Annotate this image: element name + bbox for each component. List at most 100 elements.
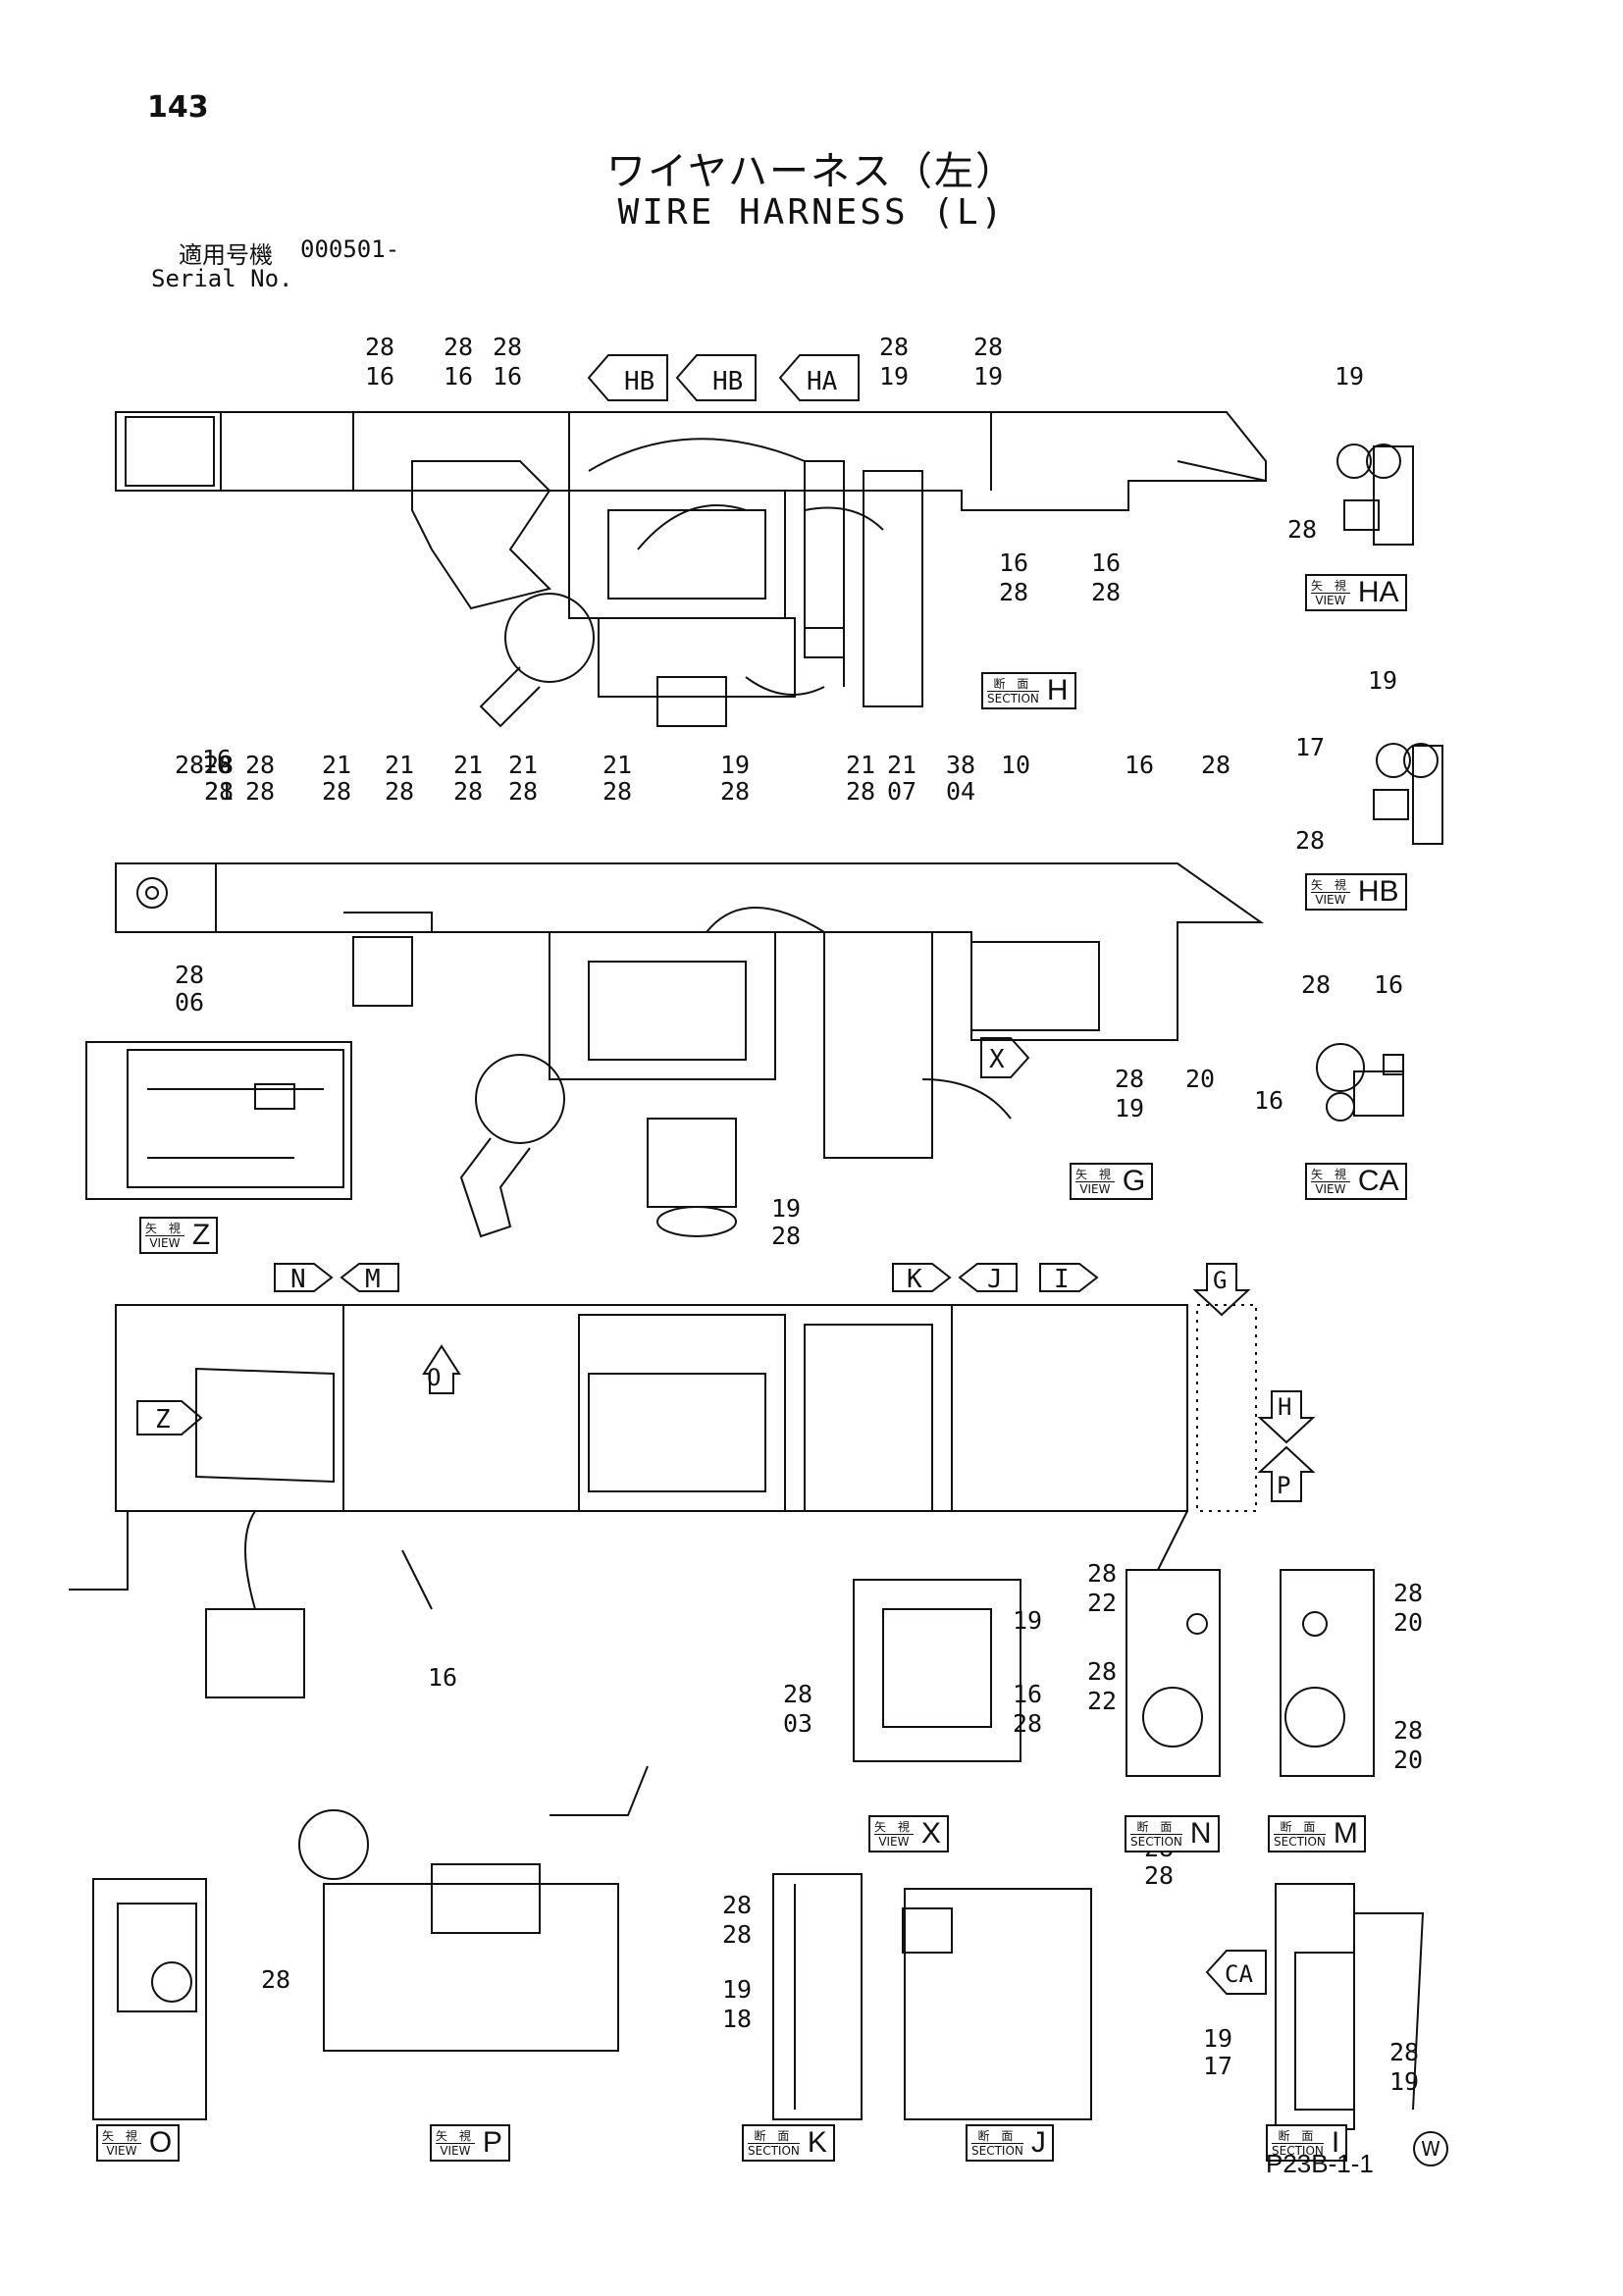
corner-circle-mark: W xyxy=(1413,2131,1448,2166)
section-label-en: SECTION xyxy=(1130,1834,1182,1849)
section-j-inset xyxy=(902,1888,1092,2120)
callout: 28 xyxy=(322,777,351,806)
detail-ca xyxy=(1316,1043,1404,1122)
arrow-marker-hb-1: HB xyxy=(587,354,668,401)
callout: 28 xyxy=(245,751,275,779)
callout: 19 xyxy=(1335,362,1364,391)
arrow-marker-ca: CA xyxy=(1205,1950,1267,1995)
view-box-letter: M xyxy=(1333,1817,1358,1850)
callout: 18 xyxy=(722,2005,752,2033)
section-m-inset xyxy=(1280,1569,1375,1777)
callout: 16 xyxy=(1254,1086,1283,1115)
callout: 28 xyxy=(1301,970,1331,999)
arrow-marker-n: N xyxy=(274,1263,334,1294)
arrow-marker-j: J xyxy=(958,1263,1018,1294)
serial-number-value: 000501- xyxy=(300,235,400,263)
view-z-inset xyxy=(85,1041,352,1200)
callout: 07 xyxy=(887,777,916,806)
callout: 19 xyxy=(1203,2024,1232,2053)
section-label-en: SECTION xyxy=(987,691,1039,705)
view-label-jp: 矢 視 xyxy=(145,1221,184,1236)
callout: 28 xyxy=(1393,1716,1423,1745)
section-label-jp: 断 面 xyxy=(971,2129,1023,2144)
callout: 22 xyxy=(1087,1589,1117,1617)
detail-hb xyxy=(1373,743,1443,845)
callout: 28 xyxy=(385,777,414,806)
callout: 16 xyxy=(1374,970,1403,999)
page-title-english: WIRE HARNESS (L) xyxy=(617,192,1006,233)
callout: 28 xyxy=(1201,751,1230,779)
callout: 21 xyxy=(602,751,632,779)
callout: 28 xyxy=(720,777,750,806)
callout: 20 xyxy=(1393,1746,1423,1774)
callout: 19 xyxy=(879,362,909,391)
arrow-marker-m: M xyxy=(340,1263,399,1294)
arrow-marker-label: M xyxy=(365,1265,381,1294)
view-box-letter: O xyxy=(148,2126,173,2159)
view-box-letter: P xyxy=(482,2126,502,2159)
arrow-marker-h: H xyxy=(1257,1390,1316,1444)
callout: 16 xyxy=(493,362,522,391)
callout: 21 xyxy=(453,751,483,779)
callout: 28 xyxy=(245,777,275,806)
callout: 28 xyxy=(1013,1709,1042,1738)
view-label-jp: 矢 視 xyxy=(1311,1167,1350,1182)
callout: 19 xyxy=(1115,1094,1144,1122)
section-label-en: SECTION xyxy=(1272,2143,1324,2158)
callout-row-diagram-2: 16 28 21 28 21 28 21 28 21 28 21 28 21 2… xyxy=(202,751,1403,1122)
view-box-letter: N xyxy=(1189,1817,1212,1850)
callout: 28 xyxy=(175,961,204,989)
view-box-letter: CA xyxy=(1357,1165,1399,1197)
arrow-marker-label: H xyxy=(1278,1393,1291,1421)
callout: 28 xyxy=(846,777,875,806)
callout: 19 xyxy=(722,1975,752,2004)
section-label-jp: 断 面 xyxy=(987,677,1039,692)
callout: 21 xyxy=(508,751,538,779)
view-label-en: VIEW xyxy=(106,2143,137,2158)
arrow-marker-hb-2: HB xyxy=(675,354,757,401)
section-n-inset xyxy=(1126,1569,1221,1777)
callout: 19 xyxy=(1389,2067,1419,2096)
view-label-en: VIEW xyxy=(440,2143,471,2158)
arrow-marker-label: HA xyxy=(807,367,838,396)
callout: 22 xyxy=(1087,1687,1117,1715)
view-label-jp: 矢 視 xyxy=(1075,1167,1115,1182)
callout: 28 xyxy=(204,777,234,806)
callout: 16 xyxy=(202,745,232,773)
view-box-letter: HA xyxy=(1357,576,1399,608)
view-box-letter: G xyxy=(1122,1165,1146,1197)
callout: 20 xyxy=(1185,1065,1215,1093)
view-label-en: VIEW xyxy=(1315,1181,1346,1196)
arrow-marker-label: G xyxy=(1213,1267,1227,1294)
callout: 19 xyxy=(1368,666,1397,695)
arrow-marker-x: X xyxy=(980,1037,1030,1078)
view-label-jp: 矢 視 xyxy=(1311,877,1350,893)
view-label-jp: 矢 視 xyxy=(874,1819,914,1835)
section-label-jp: 断 面 xyxy=(1274,1820,1326,1835)
arrow-marker-g: G xyxy=(1192,1263,1251,1317)
callout: 16 xyxy=(1091,548,1121,577)
callout: 04 xyxy=(946,777,975,806)
callout: 19 xyxy=(771,1194,801,1223)
section-label-jp: 断 面 xyxy=(1130,1820,1182,1835)
arrow-marker-label: CA xyxy=(1225,1960,1253,1988)
page-title-japanese: ワイヤハーネス（左） xyxy=(606,149,1017,194)
callout: 16 xyxy=(1013,1680,1042,1708)
detail-ha xyxy=(1336,444,1414,546)
view-label-en: VIEW xyxy=(1315,892,1346,907)
callout: 28 xyxy=(722,1891,752,1919)
callout: 06 xyxy=(175,988,204,1017)
callout: 28 xyxy=(999,578,1028,606)
callout: 03 xyxy=(783,1709,812,1738)
arrow-marker-label: P xyxy=(1277,1472,1290,1499)
callout: 16 xyxy=(999,548,1028,577)
arrow-marker-label: K xyxy=(907,1265,922,1294)
